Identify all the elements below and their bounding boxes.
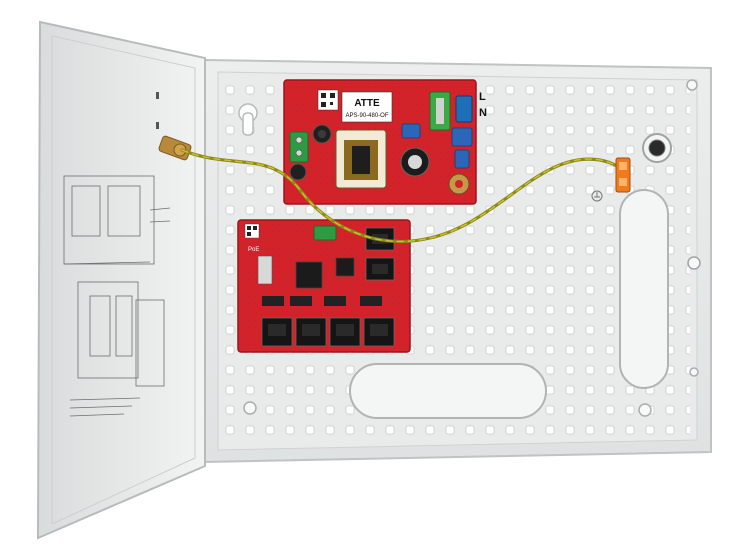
screw-icon [243, 401, 257, 415]
enclosure-door [36, 20, 206, 540]
chip [335, 257, 355, 277]
x-capacitor [454, 149, 470, 169]
cable-slot-horizontal [349, 363, 547, 419]
ground-stud [158, 135, 192, 161]
screw-icon [686, 79, 698, 91]
poe-switch-board: PoE [237, 219, 411, 353]
line-label: L [479, 91, 486, 103]
psu-model: APS-90-480-OF [345, 113, 388, 119]
psu-board: ATTE APS-90-480-OF [283, 79, 477, 205]
wiring-diagram-sticker [63, 175, 171, 417]
screw-icon [638, 403, 652, 417]
output-terminal-block [289, 131, 309, 163]
ground-symbol-icon [591, 190, 603, 202]
magnetics-row [262, 296, 382, 306]
ground-wire [180, 148, 626, 243]
capacitor-icon [289, 163, 307, 181]
psu-brand: ATTE [354, 98, 380, 109]
poe-ports [261, 317, 395, 347]
mains-terminal-block [455, 95, 473, 123]
poe-label: PoE [248, 247, 259, 253]
cable-gland-hole [642, 133, 672, 163]
switch-chip [295, 261, 323, 289]
psu-model-sticker [341, 91, 393, 123]
dip-switch [257, 255, 273, 285]
cable-slot-vertical [619, 189, 669, 389]
keyhole-slot-left [238, 103, 258, 136]
x-capacitor [401, 123, 421, 139]
power-terminal-block [313, 225, 337, 241]
screw-icon [689, 367, 699, 377]
screw-icon [687, 256, 701, 270]
neutral-label: N [479, 107, 487, 119]
ground-terminal-clamp [615, 157, 631, 193]
